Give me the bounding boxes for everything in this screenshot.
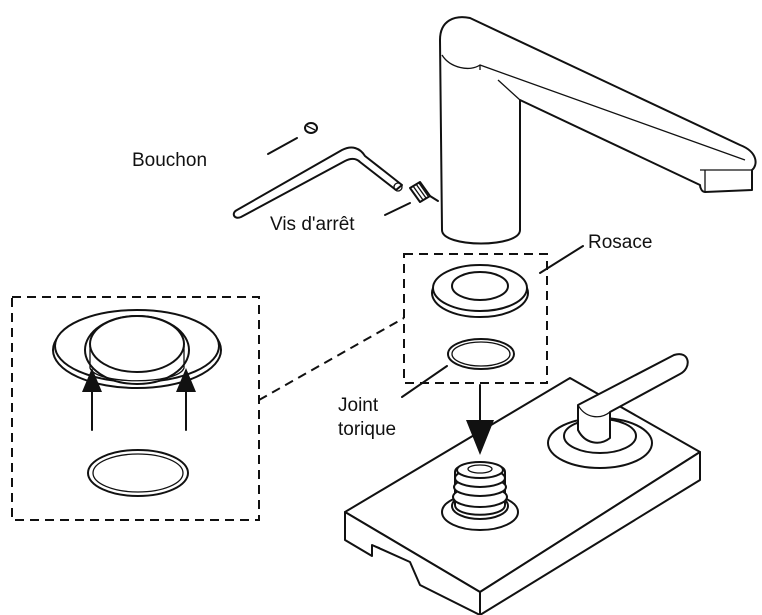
joint-label: Joint: [338, 395, 379, 416]
vis-arret-label: Vis d'arrêt: [270, 214, 355, 235]
down-arrow: [466, 384, 494, 455]
valve-cartridge: [441, 461, 519, 531]
deck-plate: [344, 377, 701, 615]
detail-enlargement: [11, 296, 405, 521]
side-handle: [547, 353, 689, 469]
rosace-ring: [431, 264, 529, 318]
plug-bouchon: [267, 122, 318, 155]
rosace-label: Rosace: [588, 232, 653, 253]
set-screw: [384, 181, 439, 216]
allen-key: [232, 146, 403, 219]
rosace-leader: [539, 245, 584, 274]
joint-leader: [401, 365, 448, 398]
bouchon-label: Bouchon: [132, 150, 208, 171]
o-ring-small: [447, 338, 515, 370]
faucet-spout: [439, 16, 757, 245]
torique-label: torique: [338, 419, 397, 440]
